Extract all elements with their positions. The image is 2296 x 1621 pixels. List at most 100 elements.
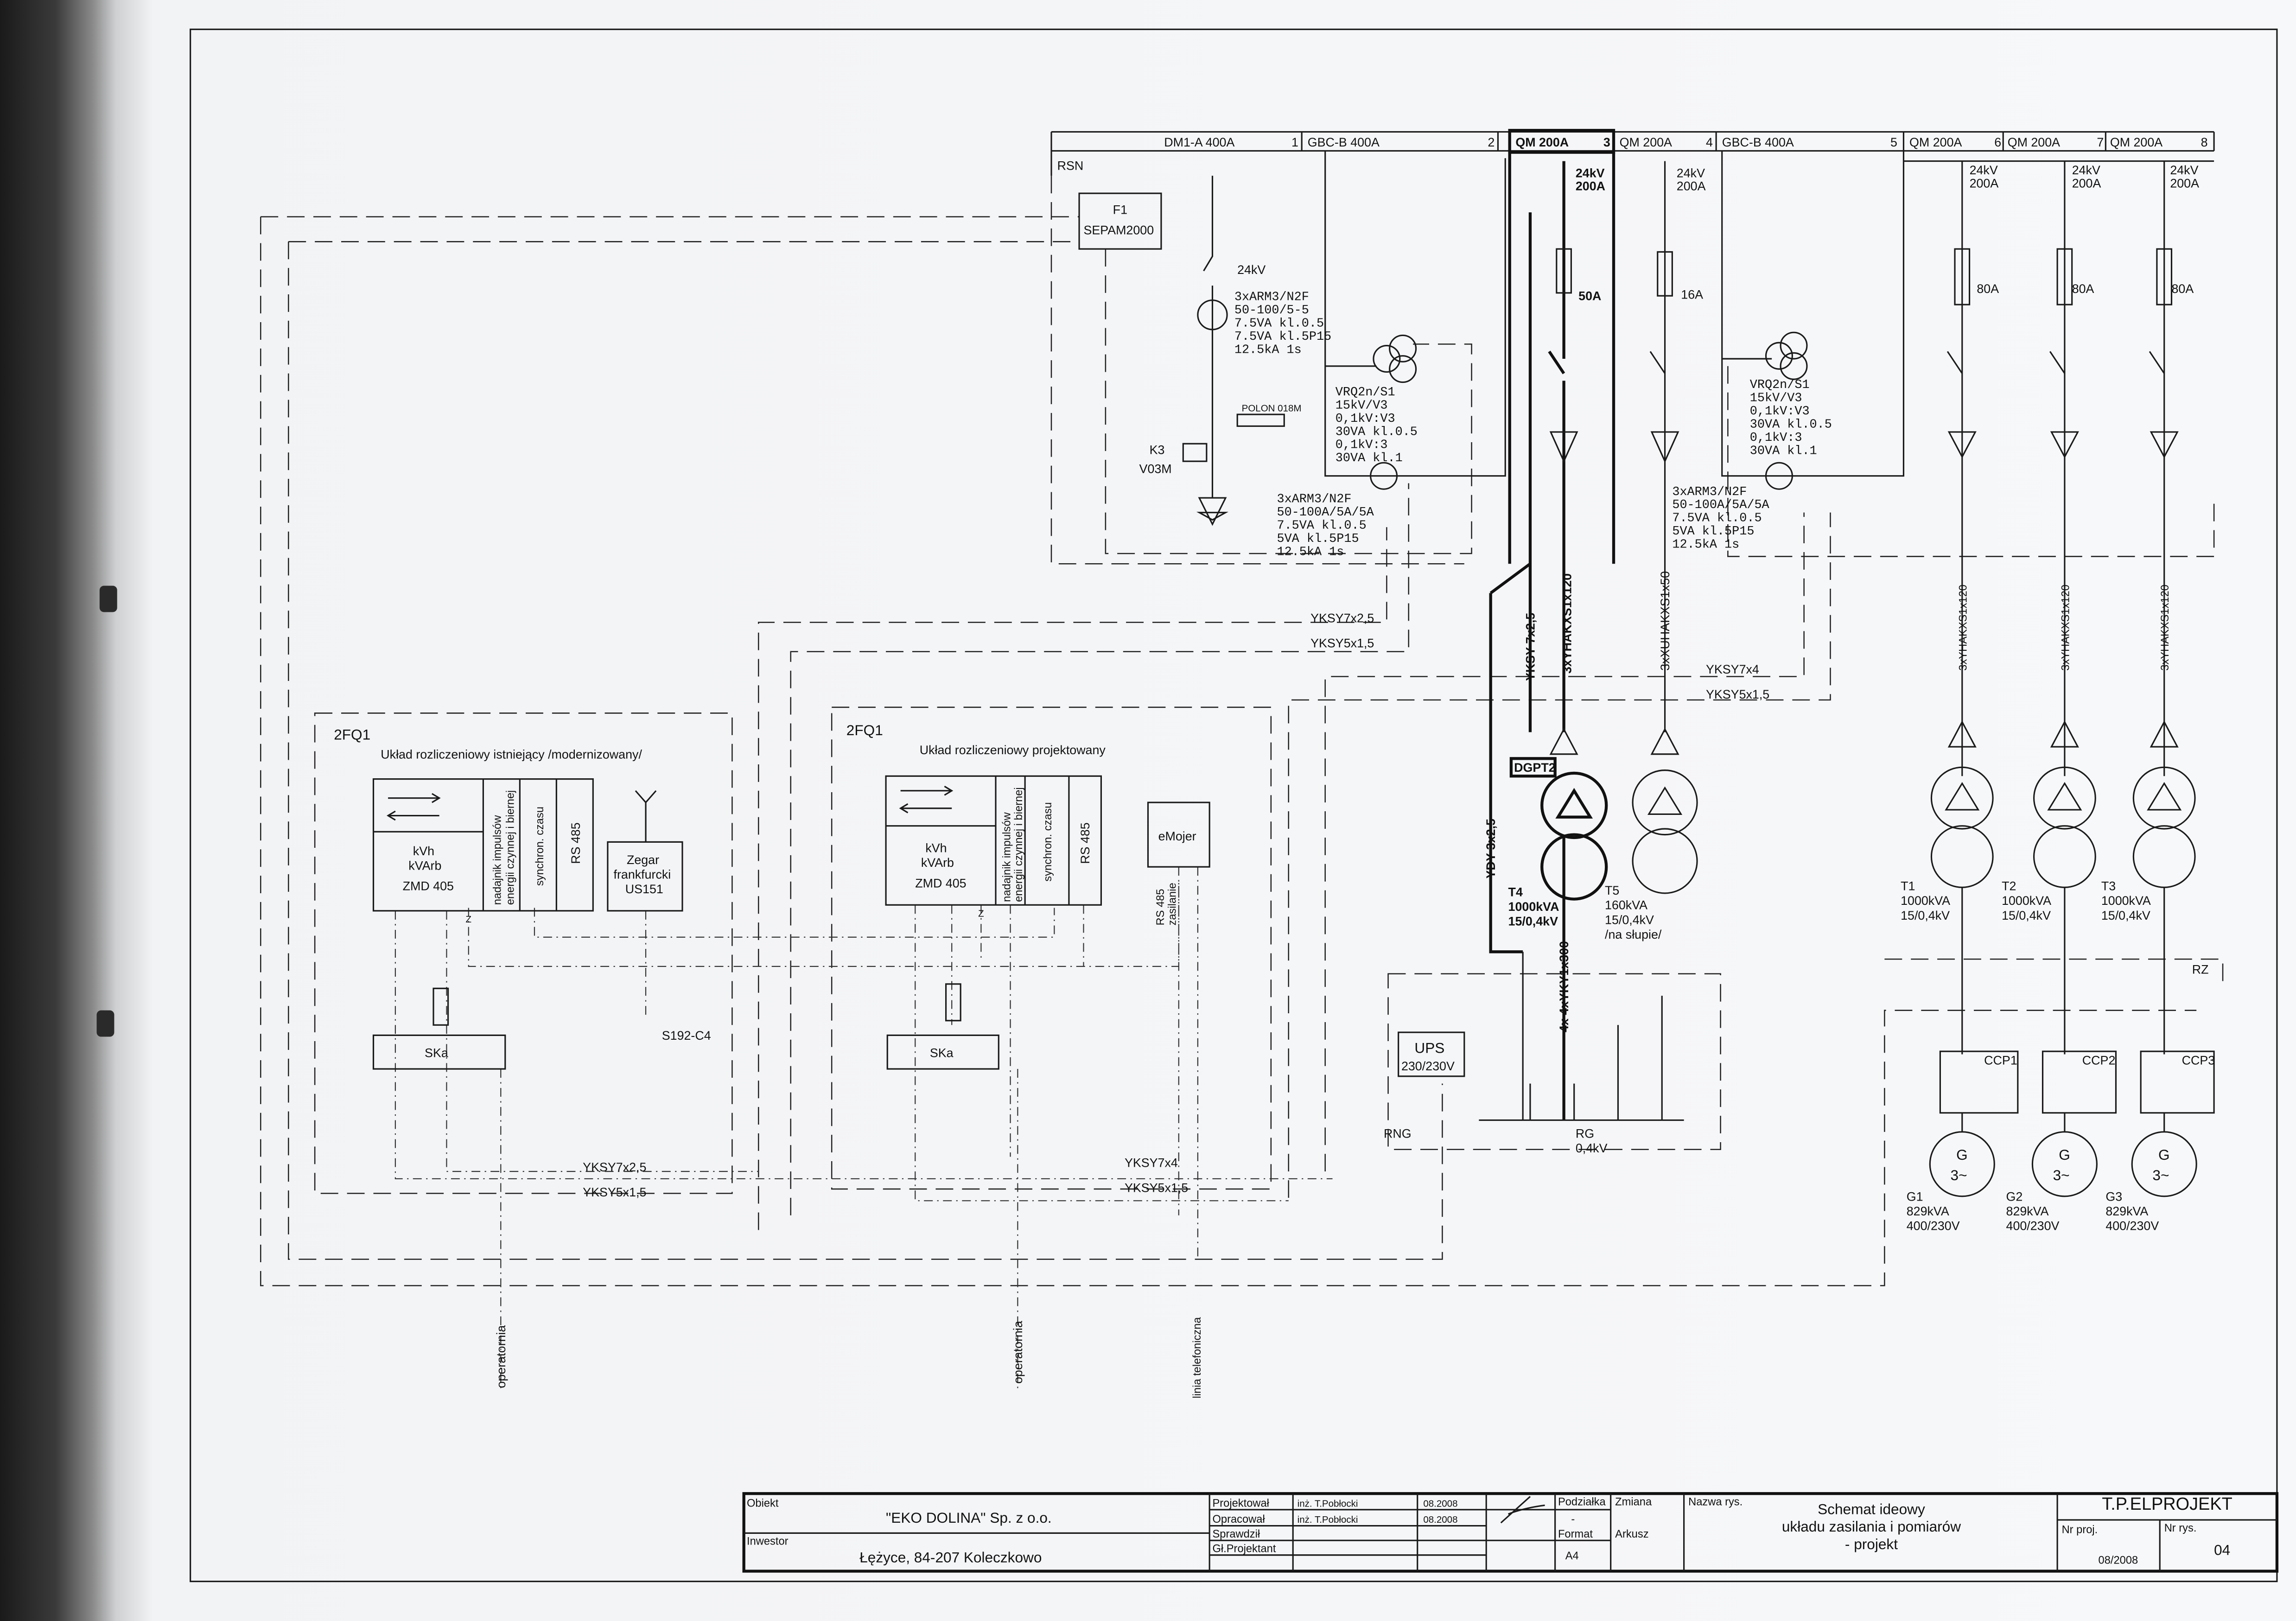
generator-symbol: G	[2158, 1146, 2170, 1163]
rating-label: 24kV	[2072, 163, 2100, 177]
scale-label: Podziałka	[1558, 1496, 1606, 1508]
rs485-label: RS 485	[1155, 889, 1167, 925]
panel-number: 1	[1291, 135, 1298, 149]
panel-label: GBC-B 400A	[1308, 135, 1380, 149]
fuse-icon	[1556, 248, 1572, 294]
ct-spec: 3xARM3/N2F	[1672, 485, 1747, 499]
clock-label: Zegar	[627, 853, 659, 867]
qm-panel-6: 24kV 200A 80A 3xYHAKXS1x120	[1903, 160, 2214, 776]
panel-number: 5	[1890, 135, 1897, 149]
vt-spec: 30VA kl.1	[1336, 451, 1403, 465]
current-transformer-icon	[1370, 462, 1398, 490]
project-number-label: Nr proj.	[2062, 1524, 2098, 1536]
vt-spec: VRQ2n/S1	[1336, 386, 1395, 400]
drawing-title: układu zasilania i pomiarów	[1782, 1518, 1961, 1535]
panel-label: QM 200A	[1620, 135, 1672, 149]
gbc-b-panel: VRQ2n/S1 15kV/V3 0,1kV:V3 30VA kl.0.5 0,…	[1277, 151, 1506, 559]
meter-model: ZMD 405	[403, 879, 454, 893]
ct-spec: 3xARM3/N2F	[1234, 291, 1309, 305]
vt-spec: 30VA kl.1	[1750, 444, 1817, 458]
voltage-label: 24kV	[1237, 263, 1266, 277]
object-name: "EKO DOLINA" Sp. z o.o.	[886, 1509, 1052, 1526]
drawing-title: Schemat ideowy	[1818, 1500, 1925, 1517]
generator-name: G3	[2105, 1189, 2122, 1203]
vt-spec: 15kV/V3	[1750, 392, 1802, 406]
emojer-box	[1147, 801, 1210, 868]
binder-ring	[99, 585, 117, 612]
signature	[1500, 1496, 1545, 1524]
ccp-label: CCP1	[1984, 1054, 2017, 1068]
switchgear-header: RSN DM1-A 400A 1 GBC-B 400A 2 QM 200A 3 …	[1050, 129, 2215, 176]
transformer-name: T2	[2002, 879, 2016, 893]
transformer-t2: T2 1000kVA 15/0,4kV	[2002, 766, 2096, 1055]
k3-label: K3	[1150, 443, 1165, 457]
meter-column-label: energii czynnej i biernej	[1013, 787, 1025, 902]
format-label: Format	[1558, 1528, 1593, 1540]
panel-number: 3	[1603, 135, 1610, 149]
ccp3-box	[2140, 1050, 2215, 1114]
z-label: Z	[465, 914, 471, 925]
existing-metering: 2FQ1 Układ rozliczeniowy istniejący /mod…	[334, 726, 711, 1388]
meter-column-label: synchron. czasu	[1042, 802, 1054, 882]
clock-box	[607, 841, 683, 912]
ct-spec: 12.5kA 1s	[1672, 538, 1739, 552]
transformer-power: 1000kVA	[1508, 900, 1559, 914]
cable-label: YKSY7x4	[1125, 1156, 1178, 1170]
transformer-ratio: 15/0,4kV	[2002, 909, 2051, 922]
cable-label: 3xXUHAKXS1x50	[1658, 571, 1672, 671]
ct-spec: 12.5kA 1s	[1277, 545, 1344, 559]
existing-metering-enclosure	[314, 712, 733, 1194]
f1-label: F1	[1113, 203, 1127, 216]
binder-ring	[96, 1010, 114, 1037]
cable-label: 3xYHAKXS1x120	[1560, 573, 1574, 674]
ct-spec: 7.5VA kl.0.5	[1234, 317, 1324, 331]
drawing-number: 04	[2214, 1542, 2230, 1558]
transformer-power: 1000kVA	[1901, 894, 1950, 908]
panel-number: 7	[2097, 135, 2104, 149]
qm-panel-7: 24kV 200A 80A 3xYHAKXS1x120	[2049, 161, 2101, 776]
generator-phase: 3~	[2152, 1167, 2169, 1183]
vt-spec: 0,1kV:3	[1336, 439, 1388, 452]
rng-label: RNG	[1384, 1126, 1412, 1140]
voltage-transformer-icon	[1373, 345, 1401, 373]
panel-number: 6	[1994, 135, 2001, 149]
generator-symbol: G	[2059, 1146, 2070, 1163]
drawing-number-label: Nr rys.	[2164, 1522, 2197, 1534]
generator-name: G2	[2006, 1189, 2023, 1203]
power-supply-label: zasilanie	[1167, 883, 1179, 925]
obiekt-label: Obiekt	[747, 1498, 779, 1510]
meter-units: kVArb	[921, 856, 954, 870]
rating-label: 24kV	[2170, 163, 2198, 177]
clock-label: US151	[625, 882, 663, 896]
ccp2-box	[2042, 1050, 2117, 1114]
company-name: T.P.ELPROJEKT	[2102, 1494, 2232, 1514]
vt-spec: 30VA kl.0.5	[1336, 425, 1418, 439]
panel-label: QM 200A	[2008, 135, 2060, 149]
panel-number: 2	[1488, 135, 1495, 149]
panel-number: 4	[1706, 135, 1713, 149]
ct-spec: 50-100/5-5	[1234, 304, 1309, 318]
cable-label: 3xYHAKXS1x120	[2060, 585, 2072, 671]
meter-column-label: synchron. czasu	[534, 807, 546, 886]
transformer-name: T1	[1901, 879, 1915, 893]
ct-spec: 7.5VA kl.0.5	[1277, 519, 1366, 533]
ups-label: UPS	[1414, 1039, 1444, 1056]
vt-spec: VRQ2n/S1	[1750, 378, 1810, 392]
project-number: 08/2008	[2099, 1555, 2138, 1567]
scale-value: -	[1571, 1513, 1575, 1526]
polon-indicator-icon	[1236, 413, 1285, 427]
generator-symbol: G	[1956, 1146, 1968, 1163]
qm-panel-3: 24kV 200A 50A DGPT2 3xYHAKXS1x120 YKSY 7…	[1484, 151, 1615, 1120]
voltage-transformer-icon	[1765, 342, 1793, 370]
transformer-ratio: 15/0,4kV	[2101, 909, 2150, 922]
varistor-icon	[432, 987, 449, 1026]
ups-voltage: 230/230V	[1401, 1059, 1455, 1073]
transformer-icon	[1540, 771, 1608, 839]
role-label: Gł.Projektant	[1212, 1543, 1276, 1555]
fuse-icon	[1954, 248, 1971, 305]
meter-column-label: nadajnik impulsów	[1001, 812, 1013, 902]
designed-metering-enclosure	[831, 706, 1272, 1190]
panel-label: GBC-B 400A	[1722, 135, 1794, 149]
